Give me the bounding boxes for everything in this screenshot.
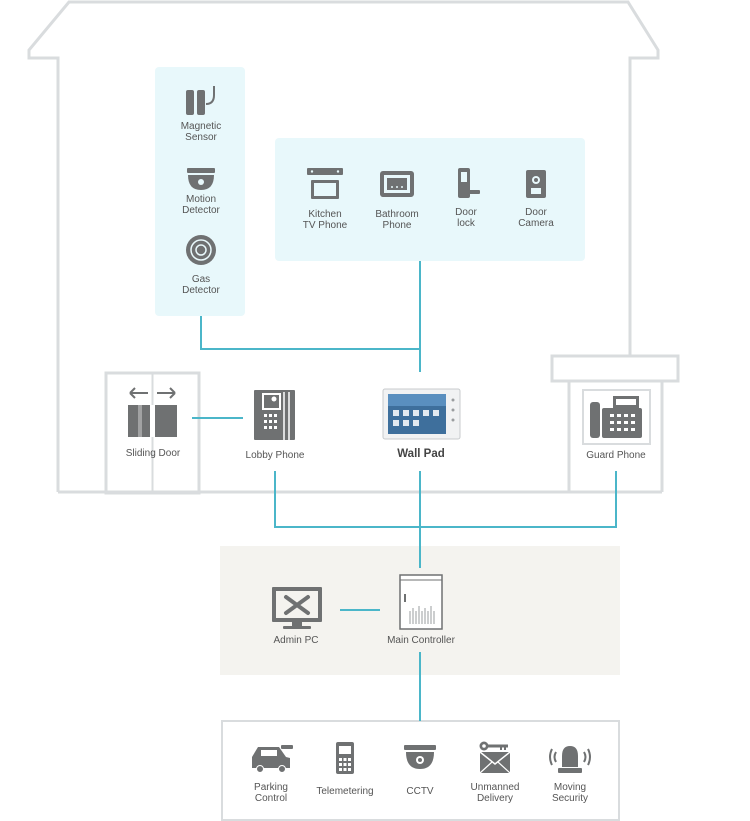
gas-detector-label: Gas xyxy=(192,274,210,285)
telemetering-label: Telemetering xyxy=(316,786,373,797)
sensor-panel xyxy=(155,67,245,316)
door-camera-label: Door xyxy=(525,207,547,218)
door-lock-label: Door xyxy=(455,207,477,218)
sliding-door-icon xyxy=(128,387,177,437)
moving-security-label: Moving xyxy=(554,782,586,793)
motion-detector: Motion Detector xyxy=(182,168,221,216)
key-envelope-icon xyxy=(479,741,511,774)
home-device-panel xyxy=(275,138,585,261)
sliding-door: Sliding Door xyxy=(126,387,181,459)
door-camera-icon xyxy=(526,170,546,198)
unmanned-delivery-label-2: Delivery xyxy=(477,793,513,804)
door-lock-label-2: lock xyxy=(457,218,476,229)
guard-phone-label: Guard Phone xyxy=(586,450,646,461)
motion-detector-icon xyxy=(187,168,215,190)
telemetering: Telemetering xyxy=(316,742,374,797)
cctv-label: CCTV xyxy=(406,786,434,797)
lobby-phone: Lobby Phone xyxy=(246,390,305,461)
kitchen-tv-phone-label: Kitchen xyxy=(308,209,341,220)
kitchen-tv-phone: Kitchen TV Phone xyxy=(303,168,348,231)
wall-pad-icon xyxy=(382,388,461,440)
main-controller-label: Main Controller xyxy=(387,635,455,646)
parking-control-label: Parking xyxy=(254,782,288,793)
lobby-phone-icon xyxy=(254,390,295,440)
bathroom-phone: Bathroom Phone xyxy=(375,171,419,231)
bathroom-phone-icon xyxy=(380,171,414,197)
cctv-camera-icon xyxy=(404,745,436,769)
unmanned-delivery-label: Unmanned xyxy=(471,782,520,793)
moving-security-label-2: Security xyxy=(552,793,588,804)
door-camera: Door Camera xyxy=(518,170,554,229)
magnetic-sensor-label-2: Sensor xyxy=(185,132,217,143)
main-controller-icon xyxy=(399,574,443,630)
magnetic-sensor-icon xyxy=(186,86,215,115)
gas-detector-label-2: Detector xyxy=(182,285,220,296)
motion-detector-label: Motion xyxy=(186,194,216,205)
moving-security: Moving Security xyxy=(549,746,591,804)
wall-pad: Wall Pad xyxy=(382,388,461,460)
guard-booth xyxy=(550,354,680,492)
unmanned-delivery: Unmanned Delivery xyxy=(471,741,520,804)
door-lock: Door lock xyxy=(455,168,480,229)
motion-detector-label-2: Detector xyxy=(182,205,220,216)
gas-detector: Gas Detector xyxy=(182,235,221,296)
kitchen-tv-phone-label-2: TV Phone xyxy=(303,220,348,231)
house-outline xyxy=(27,0,660,492)
admin-pc-label: Admin PC xyxy=(273,635,318,646)
guard-phone: Guard Phone xyxy=(582,389,651,461)
car-icon xyxy=(252,745,293,773)
parking-control: Parking Control xyxy=(252,745,293,804)
bathroom-phone-label-2: Phone xyxy=(383,220,412,231)
magnetic-sensor: Magnetic Sensor xyxy=(181,86,222,143)
kitchen-tv-phone-icon xyxy=(307,168,343,199)
bathroom-phone-label: Bathroom xyxy=(375,209,418,220)
parking-control-label-2: Control xyxy=(255,793,287,804)
gas-detector-icon xyxy=(186,235,216,265)
lobby-phone-label: Lobby Phone xyxy=(246,450,305,461)
siren-icon xyxy=(549,746,591,773)
admin-pc: Admin PC xyxy=(272,587,322,646)
admin-pc-icon xyxy=(272,587,322,629)
door-camera-label-2: Camera xyxy=(518,218,554,229)
magnetic-sensor-label: Magnetic xyxy=(181,121,222,132)
connector-lines xyxy=(192,261,617,721)
sliding-door-label: Sliding Door xyxy=(126,448,181,459)
cctv: CCTV xyxy=(404,745,436,797)
guard-phone-icon xyxy=(582,389,651,445)
main-controller: Main Controller xyxy=(387,574,456,646)
telemeter-icon xyxy=(336,742,354,774)
door-lock-icon xyxy=(458,168,480,198)
wall-pad-label: Wall Pad xyxy=(397,448,445,460)
